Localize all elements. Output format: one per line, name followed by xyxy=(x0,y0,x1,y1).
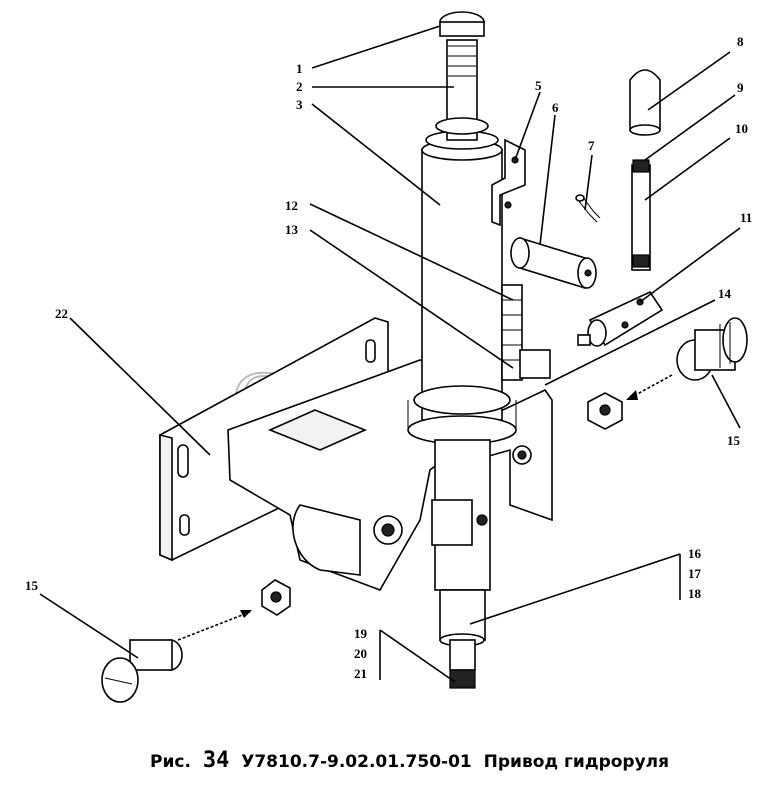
callout-labels: 1 2 3 5 6 7 8 9 10 11 12 13 14 15 15 16 … xyxy=(25,34,752,681)
protective-cap xyxy=(629,69,661,136)
callout-1: 1 xyxy=(296,61,303,76)
callout-7: 7 xyxy=(588,138,595,153)
castle-nut-right xyxy=(587,392,623,430)
clamp xyxy=(491,138,526,227)
callout-15-right: 15 xyxy=(727,433,741,448)
callout-18: 18 xyxy=(688,586,702,601)
caption-number: 34 xyxy=(202,748,230,773)
callout-12: 12 xyxy=(285,198,298,213)
callout-3: 3 xyxy=(296,97,303,112)
assembly-arrows xyxy=(177,374,673,641)
bracket-body xyxy=(227,359,553,591)
leader-lines xyxy=(39,25,741,683)
callout-10: 10 xyxy=(735,121,748,136)
pin xyxy=(510,236,597,290)
caption-title: Привод гидроруля xyxy=(483,752,670,772)
callout-8: 8 xyxy=(737,34,744,49)
caption-prefix: Рис. xyxy=(150,752,191,772)
callout-22: 22 xyxy=(55,306,68,321)
threaded-stud xyxy=(631,159,651,271)
ball-pin-right xyxy=(676,317,748,381)
callout-16: 16 xyxy=(688,546,702,561)
fork-end xyxy=(577,290,664,347)
lower-shaft xyxy=(431,439,491,689)
cotter-pin xyxy=(575,194,601,223)
callout-2: 2 xyxy=(296,79,303,94)
callout-21: 21 xyxy=(354,666,367,681)
callout-20: 20 xyxy=(354,646,367,661)
callout-5: 5 xyxy=(535,78,542,93)
caption-code: У7810.7-9.02.01.750-01 xyxy=(241,752,472,772)
callout-19: 19 xyxy=(354,626,368,641)
piston-rod xyxy=(435,11,489,141)
castle-nut-left xyxy=(261,579,291,616)
callout-14: 14 xyxy=(718,286,732,301)
callout-9: 9 xyxy=(737,80,744,95)
callout-6: 6 xyxy=(552,100,559,115)
callout-11: 11 xyxy=(740,210,752,225)
ball-pin-left xyxy=(101,639,183,703)
callout-13: 13 xyxy=(285,222,299,237)
figure-caption: Рис. 34 У7810.7-9.02.01.750-01 Привод ги… xyxy=(150,748,675,773)
cylinder xyxy=(407,130,517,445)
callout-17: 17 xyxy=(688,566,702,581)
adjusting-screw xyxy=(501,284,551,381)
callout-15-left: 15 xyxy=(25,578,39,593)
